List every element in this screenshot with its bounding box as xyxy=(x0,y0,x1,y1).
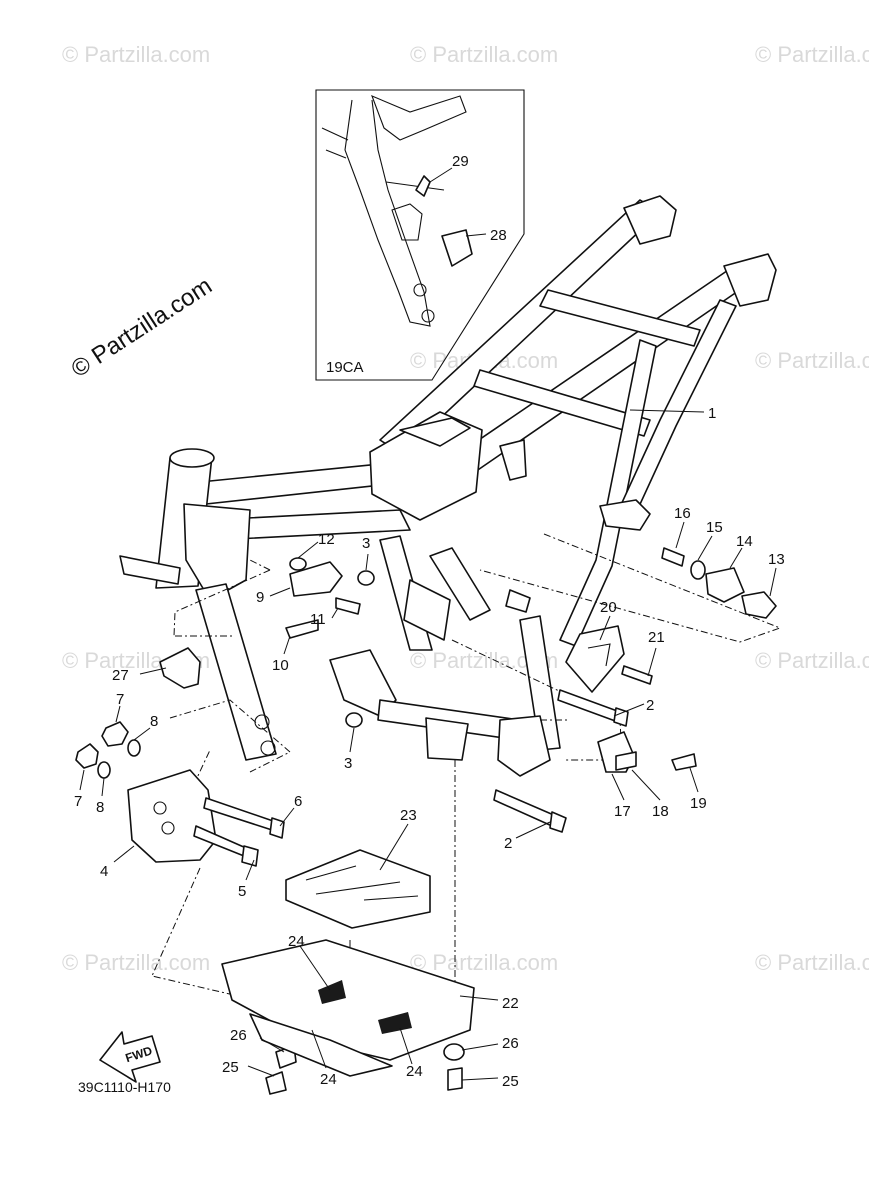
brand-text: © Partzilla.com xyxy=(67,272,217,383)
callout-20: 20 xyxy=(600,599,617,616)
callout-28: 28 xyxy=(490,227,507,244)
callout-7-lower: 7 xyxy=(74,793,82,810)
inset-label: 19CA xyxy=(326,359,364,376)
callout-26-left: 26 xyxy=(230,1027,247,1044)
callout-10: 10 xyxy=(272,657,289,674)
callout-21: 21 xyxy=(648,629,665,646)
watermark: © Partzilla.com xyxy=(755,648,869,673)
callout-7-upper: 7 xyxy=(116,691,124,708)
watermark: © Partzilla.com xyxy=(62,42,210,67)
callout-16: 16 xyxy=(674,505,691,522)
callout-18: 18 xyxy=(652,803,669,820)
callout-8-lower: 8 xyxy=(96,799,104,816)
callout-14: 14 xyxy=(736,533,753,550)
callout-29: 29 xyxy=(452,153,469,170)
callout-24-right: 24 xyxy=(406,1063,423,1080)
callout-4: 4 xyxy=(100,863,108,880)
rear-bracket xyxy=(127,769,285,867)
watermark: © Partzilla.com xyxy=(755,950,869,975)
callout-labels: 1 2 2 3 3 4 5 6 7 7 8 8 9 10 11 12 13 14… xyxy=(74,153,785,1090)
callout-8-upper: 8 xyxy=(150,713,158,730)
inset-detail: 19CA xyxy=(315,89,525,381)
callout-25-right: 25 xyxy=(502,1073,519,1090)
watermark: © Partzilla.com xyxy=(755,42,869,67)
watermark: © Partzilla.com xyxy=(755,348,869,373)
callout-2-lower: 2 xyxy=(504,835,512,852)
main-frame xyxy=(119,195,777,777)
callout-3-lower: 3 xyxy=(344,755,352,772)
callout-2-upper: 2 xyxy=(646,697,654,714)
callout-5: 5 xyxy=(238,883,246,900)
callout-6: 6 xyxy=(294,793,302,810)
skid-plate xyxy=(221,849,475,1077)
hardware xyxy=(75,547,777,1095)
callout-24-left: 24 xyxy=(320,1071,337,1088)
callout-17: 17 xyxy=(614,803,631,820)
fwd-arrow: FWD xyxy=(99,1031,161,1083)
leader-lines xyxy=(79,409,777,1081)
callout-3-upper: 3 xyxy=(362,535,370,552)
callout-22: 22 xyxy=(502,995,519,1012)
callout-15: 15 xyxy=(706,519,723,536)
callout-12: 12 xyxy=(318,531,335,548)
diagram-code: 39C1110-H170 xyxy=(78,1079,171,1095)
watermark: © Partzilla.com xyxy=(410,42,558,67)
callout-27: 27 xyxy=(112,667,129,684)
callout-9: 9 xyxy=(256,589,264,606)
callout-1: 1 xyxy=(708,405,716,422)
watermark: © Partzilla.com xyxy=(62,950,210,975)
watermark: © Partzilla.com xyxy=(410,950,558,975)
callout-24-top: 24 xyxy=(288,933,305,950)
callout-13: 13 xyxy=(768,551,785,568)
callout-19: 19 xyxy=(690,795,707,812)
callout-23: 23 xyxy=(400,807,417,824)
callout-11: 11 xyxy=(310,611,326,628)
callout-26-right: 26 xyxy=(502,1035,519,1052)
callout-25-left: 25 xyxy=(222,1059,239,1076)
